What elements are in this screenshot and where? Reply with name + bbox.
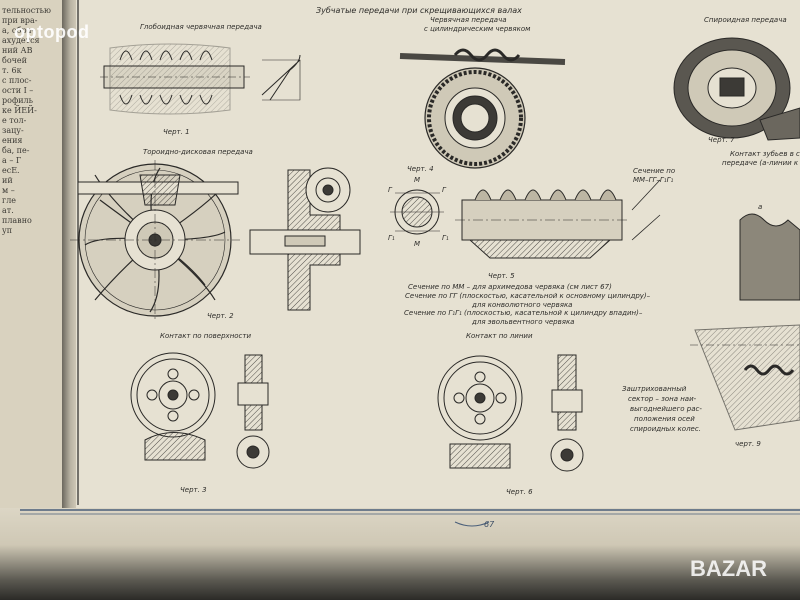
label-teeth-contact-2: передаче (а-линии к xyxy=(722,159,799,167)
note-2: Сечение по ГГ (плоскостью, касательной к… xyxy=(405,292,651,300)
section-diagram xyxy=(390,189,444,235)
chert-3: Черт. 3 xyxy=(180,486,207,494)
mark-g1-left: Г₁ xyxy=(388,234,395,242)
left-page-text-fragment: ахудется xyxy=(2,36,40,45)
spiroid-right-drawing xyxy=(690,213,800,431)
spiroid-gear-drawing xyxy=(673,37,800,141)
sector-note-1: Заштрихованный xyxy=(622,385,687,393)
left-page-text-fragment: ий xyxy=(2,176,13,185)
contact-surface-drawing xyxy=(130,352,270,469)
page-edge xyxy=(62,0,76,520)
label-contact-line: Контакт по линии xyxy=(466,332,533,340)
left-page-text-fragment: а, обра- xyxy=(2,26,35,35)
left-page-text-fragment: зацу- xyxy=(2,126,24,135)
label-teeth-contact: Контакт зубьев в с xyxy=(730,150,800,158)
left-page-text-fragment: тельностью xyxy=(2,6,51,15)
left-page-text-fragment: плавно xyxy=(2,216,32,225)
left-page-text-fragment: ке ЙЕЙ- xyxy=(2,106,37,115)
left-page-text-fragment: с плос- xyxy=(2,76,32,85)
left-page-text-fragment: рофиль xyxy=(2,96,33,105)
chert-7: Черт. 7 xyxy=(708,136,735,144)
left-page-text-fragment: гле xyxy=(2,196,17,205)
note-4: Сечение по Г₁Г₁ (плоскостью, касательной… xyxy=(404,309,643,317)
watermark-optopod: optopod xyxy=(14,22,90,42)
cylindrical-worm-gear-drawing xyxy=(399,48,566,169)
left-page-text-fragment: ний АВ xyxy=(2,46,33,55)
left-page-text-fragment: при вра- xyxy=(2,16,38,25)
left-page-text-fragment: уп xyxy=(2,226,13,235)
label-spiral: Спироидная передача xyxy=(704,16,787,24)
mark-g-left: Г xyxy=(388,186,392,194)
label-torso: Тороидно-дисковая передача xyxy=(143,148,253,156)
mark-g1-right: Г₁ xyxy=(442,234,449,242)
label-section-2: ММ–ГГ–Г₁Г₁ xyxy=(633,176,674,184)
left-page-text-fragment: есЕ. xyxy=(2,166,20,175)
sector-note-5: спироидных колес. xyxy=(630,425,701,433)
mark-m-top: М xyxy=(414,176,421,184)
label-cherv-2: с цилиндрическим червяком xyxy=(424,25,531,33)
sector-note-2: сектор – зона наи- xyxy=(628,395,697,403)
left-page-text-fragment: м – xyxy=(2,186,15,195)
sector-note-3: выгоднейшего рас- xyxy=(630,405,702,413)
sheet-bottom-edge xyxy=(0,508,800,600)
chert-6: Черт. 6 xyxy=(506,488,533,496)
watermark-bazar: BAZAR xyxy=(690,556,767,581)
left-page-text-fragment: т. 6к xyxy=(2,66,22,75)
note-1: Сечение по ММ – для архимедова червяка (… xyxy=(408,283,612,291)
chert-9: черт. 9 xyxy=(735,440,761,448)
contact-line-drawing xyxy=(437,354,584,472)
page-ornament xyxy=(454,521,490,527)
left-page-text-fragment: е тол- xyxy=(2,116,27,125)
toroid-disk-drawing xyxy=(70,160,240,320)
chert-2: Черт. 2 xyxy=(207,312,234,320)
toroid-side-drawing xyxy=(249,167,361,311)
left-page-text-fragment: ат. xyxy=(2,206,14,215)
note-5: для эвольвентного червяка xyxy=(472,318,575,326)
note-3: для конволютного червяка xyxy=(472,301,573,309)
worm-drawing xyxy=(455,179,661,259)
left-page-text-fragment: ба, пе- xyxy=(2,146,30,155)
chert-4: Черт. 4 xyxy=(407,165,434,173)
mark-a: а xyxy=(758,203,763,211)
chert-1: Черт. 1 xyxy=(163,128,190,136)
page-heading: Зубчатые передачи при скрещивающихся вал… xyxy=(316,6,522,15)
chert-5: Черт. 5 xyxy=(488,272,515,280)
page-number: 67 xyxy=(484,520,495,529)
globoid-worm-drawing xyxy=(100,43,301,115)
left-page-text-fragment: а – Г xyxy=(2,156,22,165)
left-page-text-fragment: бочей xyxy=(2,56,27,65)
left-page-text-fragment: ения xyxy=(2,136,23,145)
label-contact-surface: Контакт по поверхности xyxy=(160,332,252,340)
label-globoid: Глобоидная червячная передача xyxy=(140,23,262,31)
sector-note-4: положения осей xyxy=(634,415,695,423)
mark-m-bottom: М xyxy=(414,240,421,248)
label-section-1: Сечение по xyxy=(633,167,676,175)
left-page-text-fragment: ости Ⅰ – xyxy=(2,86,34,95)
label-cherv: Червячная передача xyxy=(430,16,507,24)
mark-g-right: Г xyxy=(442,186,446,194)
